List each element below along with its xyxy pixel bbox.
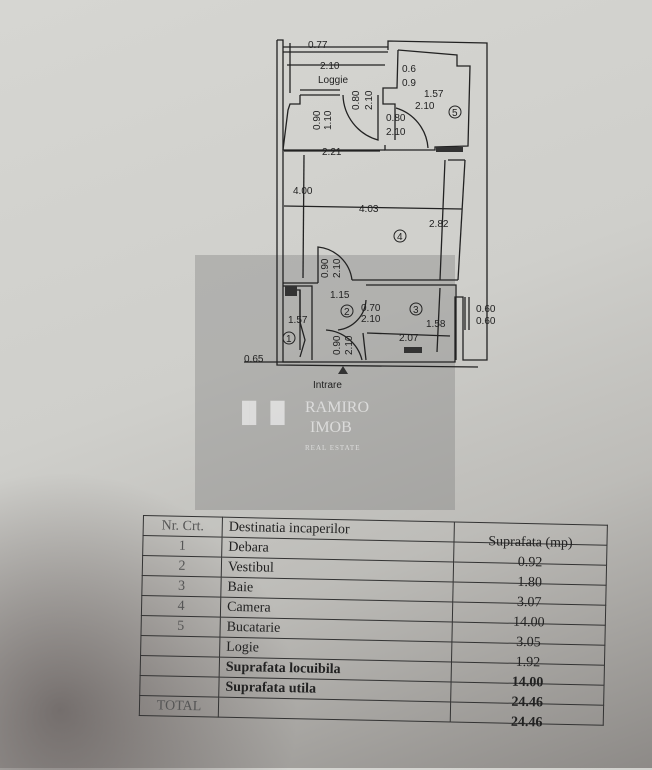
outer-wall [276,40,479,368]
dimension-label: 2.10 [320,61,340,72]
dimension-label: 2.82 [429,219,449,230]
dimension-label: 0.90 [332,335,343,355]
shaft-icon [285,286,297,296]
room-number: 3 [413,305,419,316]
entrance-label: Intrare [313,380,342,391]
row-number: 2 [142,555,222,578]
dimension-label: 1.10 [323,110,334,130]
dimension-label: 4.00 [293,186,313,197]
dimension-label: 0.60 [476,316,496,327]
dimension-label: 1.57 [424,89,444,100]
dimension-label: 2.10 [415,101,435,112]
row-number [140,655,220,678]
watermark-text: IMOB [310,419,352,436]
room-number: 5 [452,108,458,119]
dimension-label: 0.77 [308,40,328,51]
room-name [218,697,451,722]
dimension-label: 1.15 [330,290,350,301]
dimension-label: 1.58 [426,319,446,330]
dimension-label: 0.90 [320,258,331,278]
dimension-label: 2.10 [361,314,381,325]
watermark-box: ▐▌▐▌ RAMIRO IMOB REAL ESTATE [195,255,455,510]
area-table: Nr. Crt. Destinatia incaperilor Suprafat… [139,515,608,730]
header-nr: Nr. Crt. [143,515,223,538]
row-number: 3 [141,575,222,598]
watermark-text: REAL ESTATE [305,444,361,452]
dimension-label: 0.90 [312,110,323,130]
watermark-text: RAMIRO [305,399,370,416]
row-number [140,635,220,658]
dimension-label: 2.10 [344,335,355,355]
row-number: 1 [142,535,223,558]
room-number: 4 [397,232,403,243]
dimension-label: 2.07 [399,333,419,344]
entrance-arrow-icon [338,366,348,374]
dimension-label: 0.70 [361,303,381,314]
dimension-label: 2.10 [386,127,406,138]
dimension-label: 0.6 [402,64,416,75]
dimension-label: 2.10 [332,258,343,278]
bath-fixture [404,347,422,353]
dimension-label: 1.57 [288,315,308,326]
dimension-label: 0.80 [351,90,362,110]
room-number: 2 [344,307,350,318]
kitchen-counter [436,147,463,152]
dimension-label: 2.21 [322,147,342,158]
row-number [139,675,220,698]
watermark-logo-icon: ▐▌▐▌ [235,402,292,424]
photo-shadow [0,470,300,770]
dimension-label: 0.9 [402,78,416,89]
dimension-label: 2.10 [364,90,375,110]
row-number: 5 [140,615,221,638]
loggia-label: Loggie [318,75,348,86]
dimension-label: 4.03 [359,204,379,215]
dimension-label: 0.60 [476,304,496,315]
dimension-label: 0.80 [386,113,406,124]
dimension-label: 0.65 [244,354,264,365]
room-number: 1 [286,334,292,345]
row-number: TOTAL [139,695,219,718]
outer-wall [277,39,488,363]
row-number: 4 [141,595,221,618]
